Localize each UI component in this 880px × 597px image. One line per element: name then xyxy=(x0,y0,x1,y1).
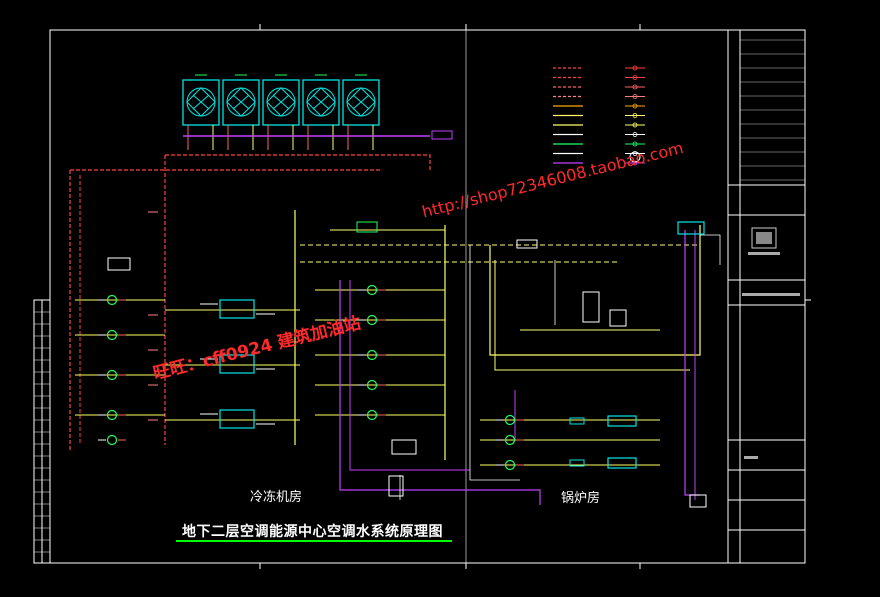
bypass-valve xyxy=(356,221,378,233)
expansion-tank xyxy=(388,475,404,497)
logo-fill xyxy=(756,232,772,244)
chillers xyxy=(107,221,417,497)
cooling-tower xyxy=(342,79,380,126)
heating-water-loop xyxy=(489,225,701,356)
legend-symbol-dot xyxy=(632,160,638,166)
tower-fan xyxy=(346,87,376,117)
legend-symbol-dot xyxy=(632,141,638,147)
water-treatment xyxy=(609,309,627,327)
pump-symbol xyxy=(366,409,378,421)
legend-symbol-dot xyxy=(632,122,638,128)
title-block xyxy=(740,39,805,459)
legend xyxy=(553,65,645,166)
tower-hatch xyxy=(312,94,330,110)
drain-line xyxy=(339,280,541,505)
drawing-title: 地下二层空调能源中心空调水系统原理图 xyxy=(182,524,443,540)
title-block-text xyxy=(742,293,800,296)
cooling-tower xyxy=(262,79,300,126)
chiller-unit xyxy=(219,354,255,374)
pump-symbol xyxy=(106,409,118,421)
heat-exchanger xyxy=(569,417,585,425)
pumps xyxy=(98,211,524,471)
flue-line xyxy=(684,230,700,496)
heat-exchanger xyxy=(569,459,585,467)
boiler-room-label: 锅炉房 xyxy=(561,491,601,506)
legend-pump-symbol xyxy=(629,151,641,163)
pump-symbol xyxy=(366,314,378,326)
control-panel xyxy=(391,439,417,455)
logo-caption xyxy=(748,252,780,255)
tower-fan xyxy=(226,87,256,117)
tower-hatch xyxy=(352,94,370,110)
pump-symbol xyxy=(504,414,516,426)
tower-hatch xyxy=(272,94,290,110)
drawing-frame xyxy=(33,29,806,564)
boiler-unit xyxy=(607,415,637,427)
sheet-number xyxy=(744,456,758,459)
service-line xyxy=(700,234,721,265)
logo-mark xyxy=(751,227,777,249)
pipe-network xyxy=(69,154,721,505)
tower-hatch xyxy=(232,94,250,110)
legend-symbol-dot xyxy=(632,75,638,80)
boilers xyxy=(516,221,707,508)
chiller-unit xyxy=(219,409,255,429)
water-treatment xyxy=(582,291,600,323)
drain-pit xyxy=(689,494,707,508)
cooling-tower xyxy=(182,79,220,126)
legend-symbol-dot xyxy=(632,84,638,90)
legend-symbol-dot xyxy=(632,132,638,137)
tower-fan xyxy=(186,87,216,117)
binding-strip-rows xyxy=(34,311,50,553)
tower-fan xyxy=(306,87,336,117)
pump-symbol xyxy=(366,379,378,391)
pump-symbol xyxy=(366,349,378,361)
pump-symbol xyxy=(106,369,118,381)
service-line xyxy=(469,245,520,481)
makeup-tank xyxy=(431,130,453,140)
chiller-unit xyxy=(219,299,255,319)
legend-symbol-dot xyxy=(632,65,638,71)
cooling-tower xyxy=(222,79,260,126)
legend-symbol-dot xyxy=(632,103,638,109)
pump-symbol xyxy=(106,294,118,306)
tower-fan xyxy=(266,87,296,117)
chiller-room-label: 冷冻机房 xyxy=(250,490,303,505)
pump-symbol xyxy=(366,284,378,296)
drain-line xyxy=(349,280,470,471)
dosing-unit xyxy=(516,239,538,249)
control-panel xyxy=(107,257,131,271)
pump-symbol xyxy=(504,459,516,471)
legend-symbol-dot xyxy=(632,113,638,118)
legend-symbol-dot xyxy=(632,94,638,99)
cooling-tower xyxy=(302,79,340,126)
pump-symbol xyxy=(106,329,118,341)
cooling-towers xyxy=(182,74,453,150)
cooling-water-supply xyxy=(165,154,431,170)
heating-water-return xyxy=(494,260,690,371)
pump-symbol xyxy=(106,434,118,446)
boiler-unit xyxy=(607,457,637,469)
tower-hatch xyxy=(192,94,210,110)
frame-ticks xyxy=(44,24,811,569)
pump-symbol xyxy=(504,434,516,446)
softened-water-tank xyxy=(677,221,705,235)
